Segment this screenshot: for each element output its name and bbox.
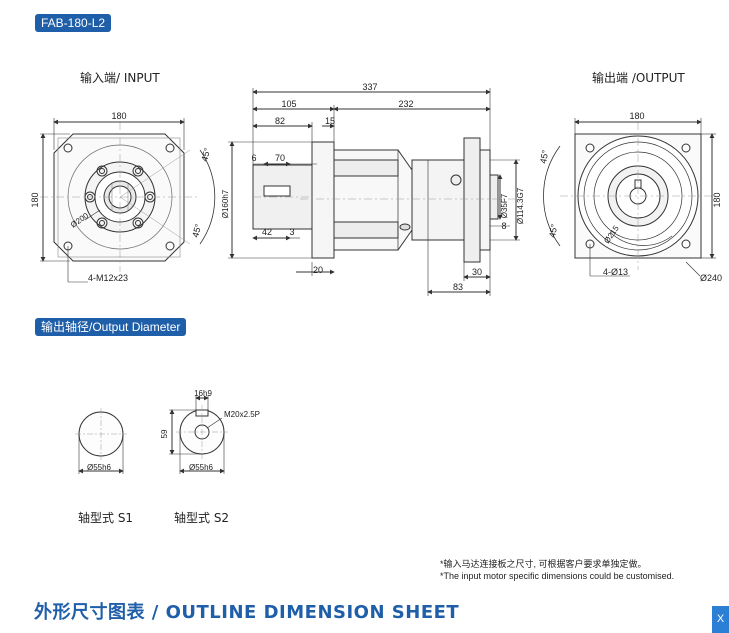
note-en: *The input motor specific dimensions cou… — [440, 571, 675, 581]
sheet-title: 外形尺寸图表 / OUTLINE DIMENSION SHEET — [34, 602, 460, 623]
s2-height-59: 59 — [160, 429, 169, 438]
shaft-type-s2-label: 轴型式 S2 — [174, 511, 230, 525]
output-width-180: 180 — [629, 111, 644, 121]
s2-thread-m20: M20x2.5P — [224, 410, 260, 419]
side-bore-35: Ø35F7 — [500, 193, 509, 218]
side-length-105: 105 — [281, 99, 296, 109]
shaft-s2 — [169, 395, 228, 474]
output-height-180: 180 — [712, 192, 722, 207]
side-length-337: 337 — [362, 82, 377, 92]
s2-key-16: 16h9 — [194, 389, 212, 398]
side-length-232: 232 — [398, 99, 413, 109]
side-length-83: 83 — [453, 282, 463, 292]
side-length-42: 42 — [262, 227, 272, 237]
side-length-8: 8 — [501, 221, 506, 231]
input-thread-m12: 4-M12x23 — [88, 273, 128, 283]
model-badge: FAB-180-L2 — [35, 14, 112, 32]
output-view-label: 输出端 /OUTPUT — [592, 71, 685, 85]
note-cn: *输入马达连接板之尺寸, 可根据客户要求单独定做。 — [440, 559, 647, 569]
s1-dia-55: Ø55h6 — [87, 463, 112, 472]
output-angle-45-bottom: 45° — [547, 223, 559, 239]
side-view — [228, 88, 520, 296]
input-angle-45-top: 45° — [199, 146, 212, 162]
output-dia-240: Ø240 — [700, 273, 722, 283]
side-length-70: 70 — [275, 153, 285, 163]
corner-tab[interactable]: X — [712, 606, 729, 633]
side-length-82: 82 — [275, 116, 285, 126]
section-output-diameter: 输出轴径/Output Diameter — [35, 318, 187, 336]
side-length-6: 6 — [251, 153, 256, 163]
side-length-20: 20 — [313, 265, 323, 275]
input-view-label: 输入端/ INPUT — [80, 71, 160, 85]
output-holes-413: 4-Ø13 — [603, 267, 628, 277]
output-angle-45-top: 45° — [538, 149, 550, 165]
side-pilot-160: Ø160h7 — [221, 189, 230, 218]
input-angle-45-bottom: 45° — [190, 222, 203, 238]
side-length-3: 3 — [289, 227, 294, 237]
input-height-180: 180 — [30, 192, 40, 207]
output-flange-view — [543, 118, 716, 277]
input-width-180: 180 — [111, 111, 126, 121]
shaft-type-s1-label: 轴型式 S1 — [78, 511, 134, 525]
side-length-30: 30 — [472, 267, 482, 277]
side-length-15: 15 — [325, 116, 335, 126]
side-pilot-114: Ø114.3G7 — [516, 187, 525, 224]
s2-dia-55: Ø55h6 — [189, 463, 214, 472]
input-flange-view — [40, 118, 216, 283]
shaft-s1 — [75, 408, 127, 474]
